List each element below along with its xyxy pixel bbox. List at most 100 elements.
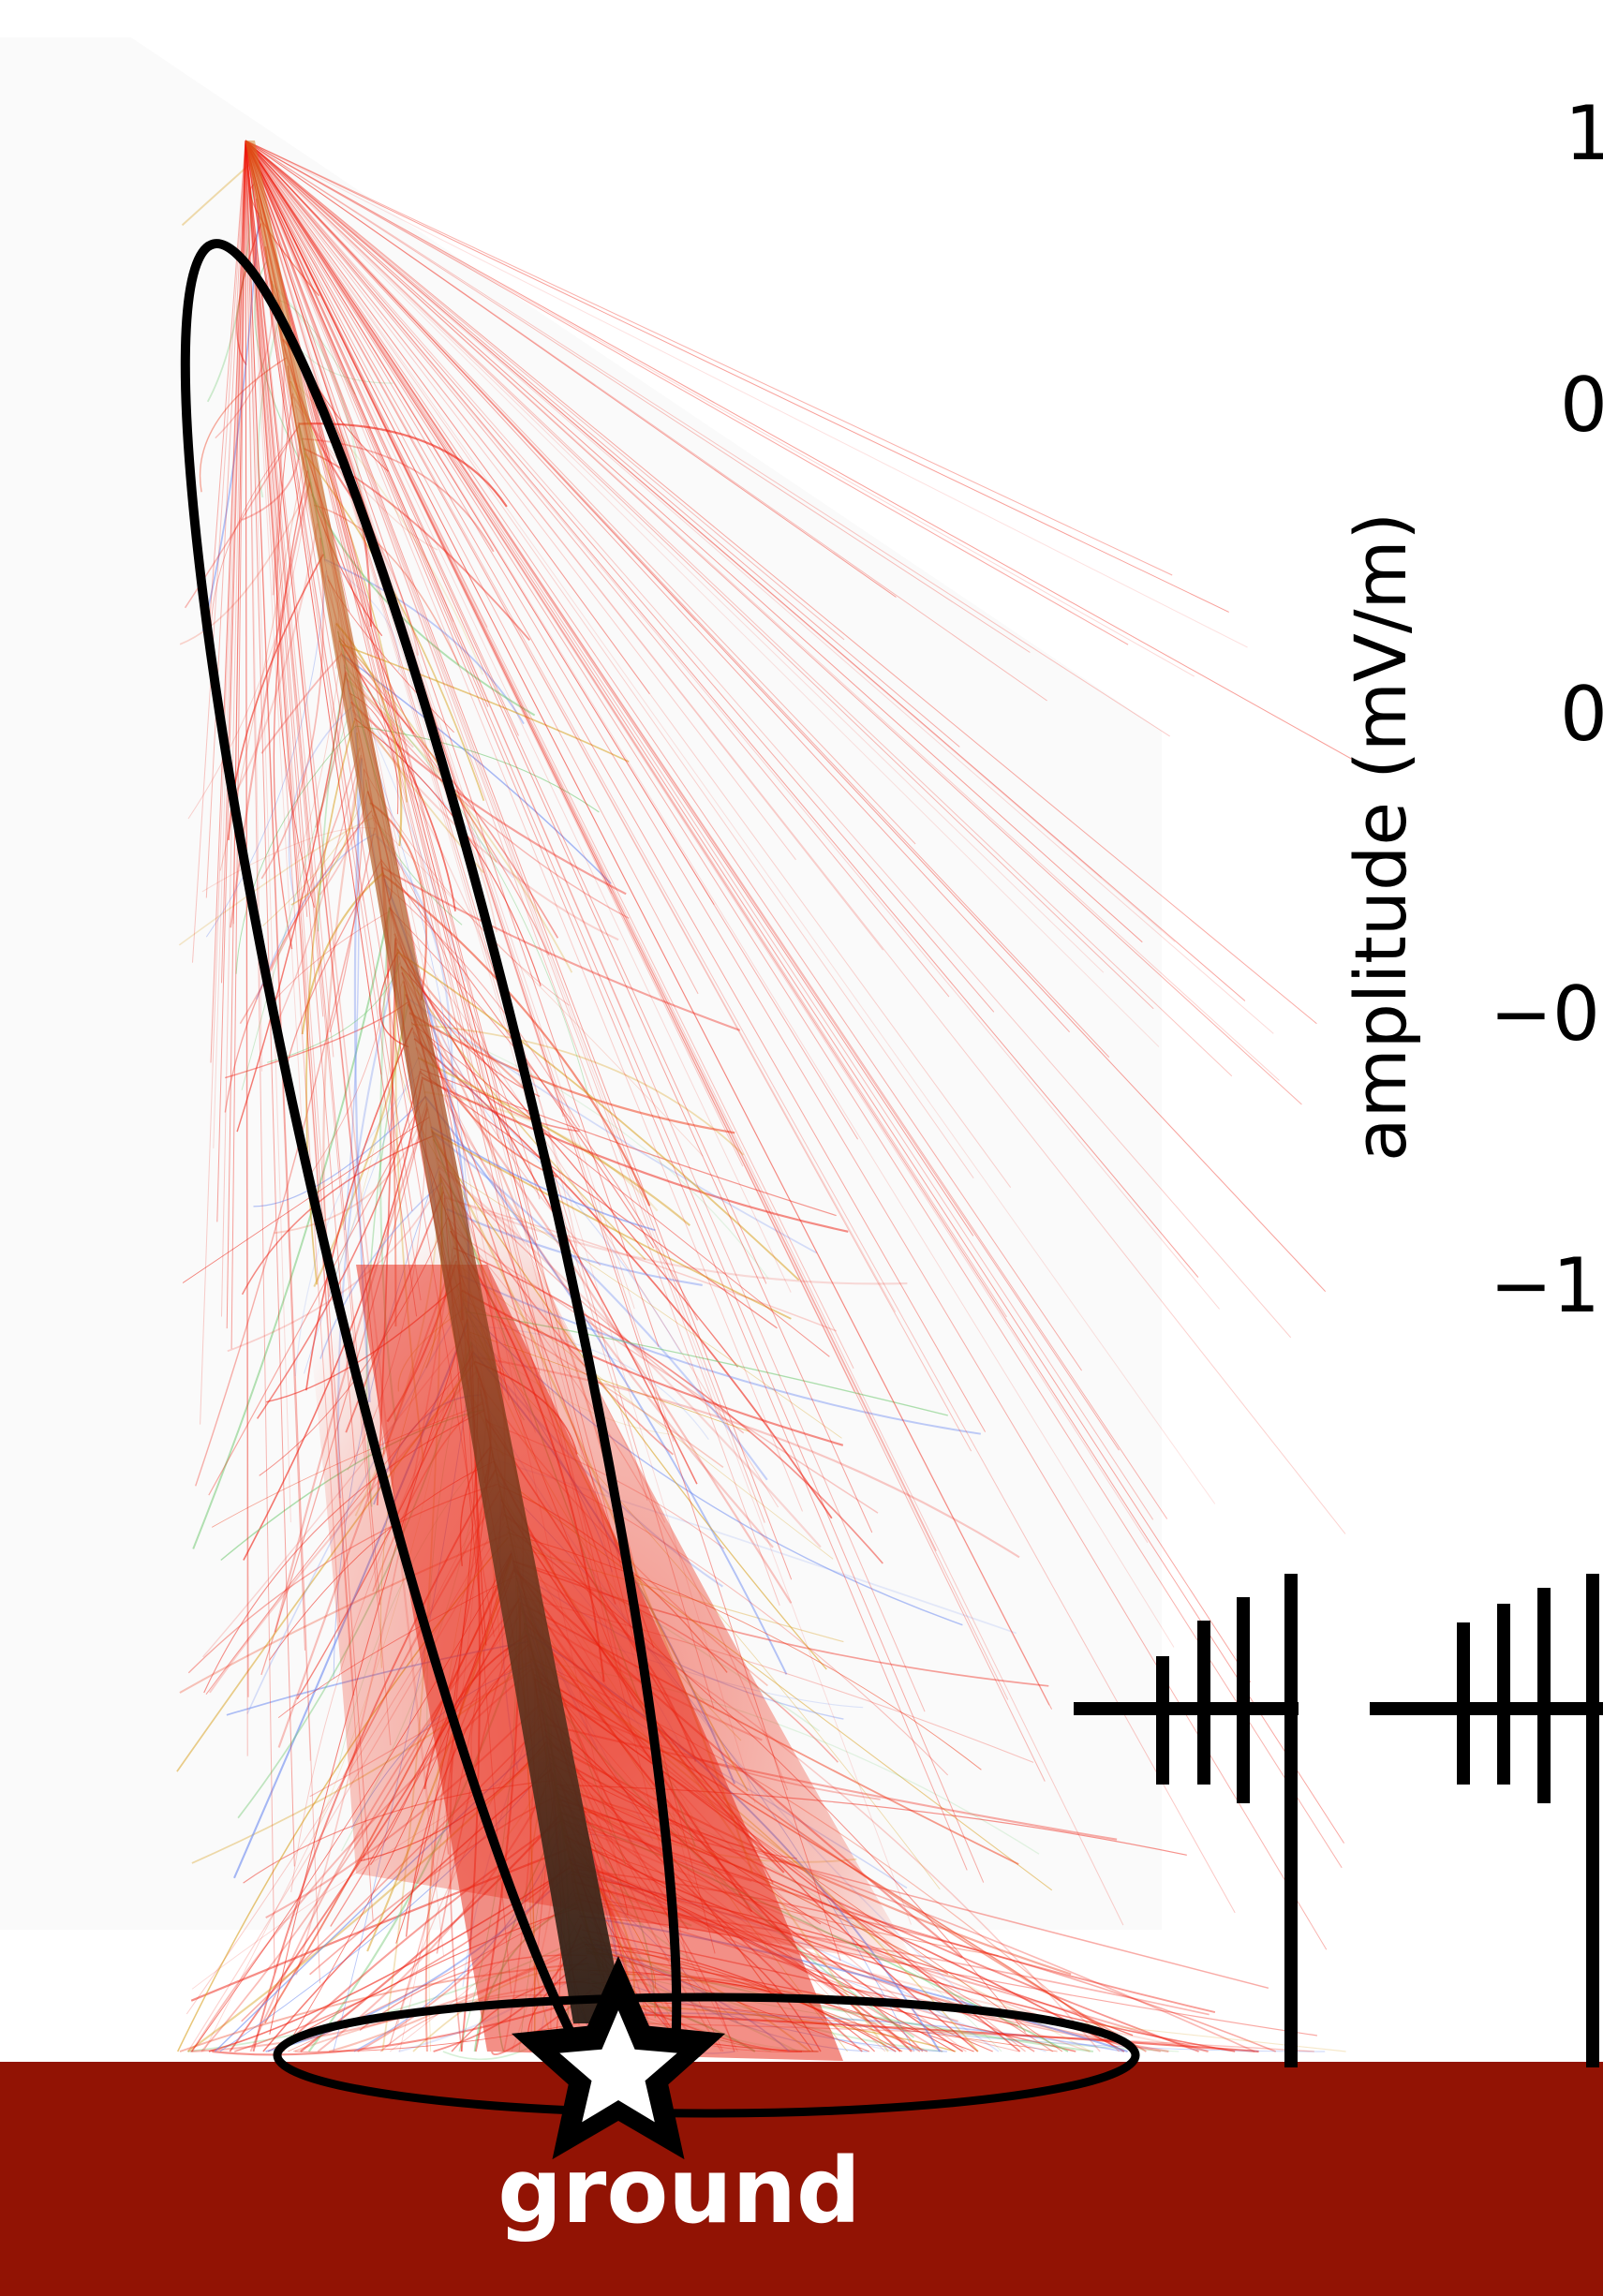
shower-track	[224, 810, 373, 1113]
shower-track	[420, 1072, 778, 1329]
shower-ray	[245, 140, 1110, 1058]
shower-ray	[221, 140, 246, 1317]
shower-track	[301, 872, 384, 1035]
shower-ray	[245, 140, 554, 1328]
shower-ray	[216, 140, 246, 1222]
shower-track	[338, 637, 497, 863]
plot-tick-label: 1	[1565, 90, 1603, 177]
shower-ray	[245, 140, 767, 1284]
shower-ray	[245, 140, 987, 1432]
shower-ray	[245, 140, 1317, 1025]
shower-ray	[245, 140, 972, 1452]
shower-ray	[245, 140, 974, 1178]
shower-track	[303, 447, 530, 641]
shower-ray	[245, 140, 660, 1347]
shower-track	[206, 183, 255, 403]
shower-track	[294, 405, 438, 551]
shower-core	[245, 141, 626, 2023]
shower-ray	[245, 140, 897, 1312]
shower-ray	[245, 140, 1160, 1047]
shower-ray	[245, 140, 1343, 1869]
shower-track	[337, 631, 497, 933]
plot-tick-label: 0	[1560, 671, 1603, 758]
shower-track	[351, 709, 619, 941]
antenna-icon	[1370, 1574, 1603, 2067]
shower-track	[412, 1030, 793, 1604]
shower-track	[298, 422, 508, 508]
shower-track	[317, 674, 348, 932]
shower-ray	[245, 140, 859, 1140]
footprint-ellipse	[273, 1992, 1140, 2118]
shower-ray	[245, 140, 489, 707]
shower-ray	[226, 140, 246, 1329]
shower-ray	[245, 140, 648, 1501]
shower-ray	[245, 140, 744, 1167]
shower-track	[288, 705, 353, 903]
shower-track	[239, 748, 361, 1025]
shower-ray	[245, 140, 364, 901]
shower-track	[201, 827, 376, 893]
shower-ray	[245, 140, 855, 1393]
shower-ray	[245, 140, 1047, 702]
shower-ray	[245, 140, 650, 695]
shower-ray	[245, 140, 699, 995]
shower-track	[292, 396, 420, 656]
shower-ray	[245, 140, 845, 641]
shower-ray	[245, 140, 1046, 1782]
shower-ray	[245, 140, 1302, 1105]
shower-ray	[221, 140, 246, 773]
shower-ray	[245, 140, 974, 1237]
shower-track	[337, 635, 550, 956]
shower-ray	[245, 140, 1007, 1318]
shower-ray	[245, 140, 334, 1058]
shower-track	[406, 997, 818, 1254]
shower-track	[273, 470, 308, 950]
shower-ray	[245, 140, 1170, 737]
shower-ray	[245, 140, 1216, 1504]
shower-track	[257, 318, 280, 498]
shower-ray	[245, 140, 1105, 973]
shower-track	[178, 817, 374, 946]
shower-track	[201, 212, 260, 632]
shower-ray	[245, 140, 1031, 653]
shower-track	[275, 754, 362, 1027]
shower-ray	[245, 140, 937, 1551]
shower-ray	[192, 140, 246, 963]
shower-ray	[245, 140, 1149, 1544]
shower-ray	[205, 140, 246, 898]
shower-ray	[245, 140, 873, 1533]
shower-track	[349, 701, 627, 896]
shower-ray	[245, 140, 968, 1871]
shower-ray	[245, 140, 926, 1712]
shower-ray	[245, 140, 1154, 1010]
shower-ray	[245, 140, 1129, 645]
shower-track	[389, 908, 699, 1321]
shower-ray	[245, 140, 792, 1293]
shower-ray	[245, 140, 1175, 1648]
shower-ray	[245, 140, 1154, 1520]
shower-ray	[245, 140, 1292, 1339]
shower-ray	[200, 140, 246, 1425]
shower-track	[346, 677, 578, 1247]
shower-track	[199, 357, 287, 493]
shower-background-panel	[0, 37, 1162, 1930]
shower-ray	[245, 140, 715, 905]
shower-ray	[230, 140, 246, 1349]
shower-ray	[245, 140, 675, 1442]
shower-track	[260, 538, 324, 880]
shower-ray	[245, 140, 1229, 613]
shower-ray	[245, 140, 1124, 1926]
shower-ray	[213, 140, 246, 1148]
shower-ray	[245, 140, 360, 1222]
shower-ray	[245, 140, 1053, 1710]
plot-tick-label: 0	[1560, 362, 1603, 449]
shower-ray	[245, 140, 488, 628]
shower-track	[230, 481, 311, 928]
shower-ray	[245, 140, 500, 1139]
shower-ray	[245, 140, 1274, 1034]
shower-track	[275, 393, 315, 908]
shower-track	[363, 768, 570, 1006]
shower-ray	[245, 140, 780, 1607]
shower-ray	[245, 140, 803, 1512]
shower-track	[382, 874, 651, 1207]
